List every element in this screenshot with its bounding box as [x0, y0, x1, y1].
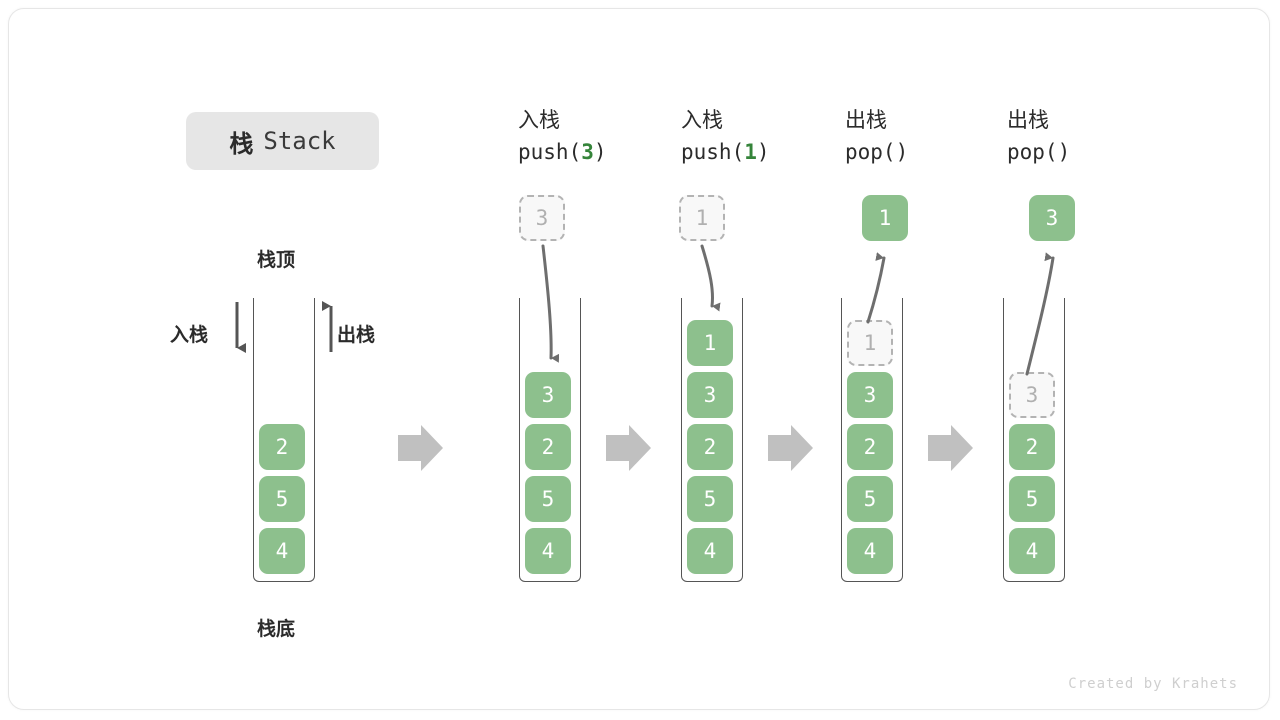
ghost-cell-incoming: 3 [519, 195, 565, 241]
fn-suffix: ) [895, 140, 909, 164]
stack-cell: 2 [525, 424, 571, 470]
stack-cell: 5 [847, 476, 893, 522]
fn-arg: 3 [581, 140, 594, 164]
header-cn-pop-3: 出栈 [1007, 109, 1049, 132]
ghost-cell-incoming: 1 [679, 195, 725, 241]
header-fn-push-1: push(1) [681, 136, 770, 168]
ghost-cell-removed: 1 [847, 320, 893, 366]
stack-cell: 2 [1009, 424, 1055, 470]
header-cn-push-1: 入栈 [681, 109, 723, 132]
header-cn-pop-1: 出栈 [845, 109, 887, 132]
stack-cell: 3 [525, 372, 571, 418]
stack-cell: 2 [259, 424, 305, 470]
column-header-pop-1: 出栈 pop() [845, 106, 908, 168]
label-push-initial: 入栈 [170, 325, 209, 346]
stack-container-pop-3 [1003, 298, 1065, 582]
stack-cell: 4 [259, 528, 305, 574]
stack-cell: 5 [1009, 476, 1055, 522]
header-fn-push-3: push(3) [518, 136, 607, 168]
header-fn-pop-1: pop() [845, 136, 908, 168]
header-cn-push-3: 入栈 [518, 109, 560, 132]
stack-cell: 5 [687, 476, 733, 522]
popped-cell: 3 [1029, 195, 1075, 241]
stack-cell: 4 [525, 528, 571, 574]
fn-suffix: ) [593, 140, 607, 164]
fn-suffix: ) [1057, 140, 1071, 164]
label-stack-bottom: 栈底 [257, 619, 296, 640]
stack-cell: 5 [525, 476, 571, 522]
stack-cell: 1 [687, 320, 733, 366]
popped-cell: 1 [862, 195, 908, 241]
stack-cell: 3 [687, 372, 733, 418]
label-stack-top: 栈顶 [257, 250, 296, 271]
title-cn: 栈 [229, 130, 254, 158]
ghost-cell-removed: 3 [1009, 372, 1055, 418]
column-header-pop-3: 出栈 pop() [1007, 106, 1070, 168]
label-pop-initial: 出栈 [337, 325, 376, 346]
stack-cell: 3 [847, 372, 893, 418]
title-en: Stack [263, 127, 336, 155]
fn-prefix: push( [681, 140, 745, 164]
stack-container-initial [253, 298, 315, 582]
title-badge: 栈 Stack [186, 112, 379, 170]
fn-prefix: push( [518, 140, 582, 164]
stack-cell: 2 [847, 424, 893, 470]
fn-arg: 1 [744, 140, 757, 164]
stack-container-pop-1 [841, 298, 903, 582]
column-header-push-3: 入栈 push(3) [518, 106, 607, 168]
stack-container-push-1 [681, 298, 743, 582]
header-fn-pop-3: pop() [1007, 136, 1070, 168]
stack-cell: 4 [847, 528, 893, 574]
stack-container-push-3 [519, 298, 581, 582]
stack-cell: 4 [1009, 528, 1055, 574]
footer-credit: Created by Krahets [1068, 676, 1238, 692]
stack-cell: 4 [687, 528, 733, 574]
fn-prefix: pop( [1007, 140, 1058, 164]
column-header-push-1: 入栈 push(1) [681, 106, 770, 168]
fn-prefix: pop( [845, 140, 896, 164]
stack-cell: 5 [259, 476, 305, 522]
fn-suffix: ) [756, 140, 770, 164]
stack-cell: 2 [687, 424, 733, 470]
